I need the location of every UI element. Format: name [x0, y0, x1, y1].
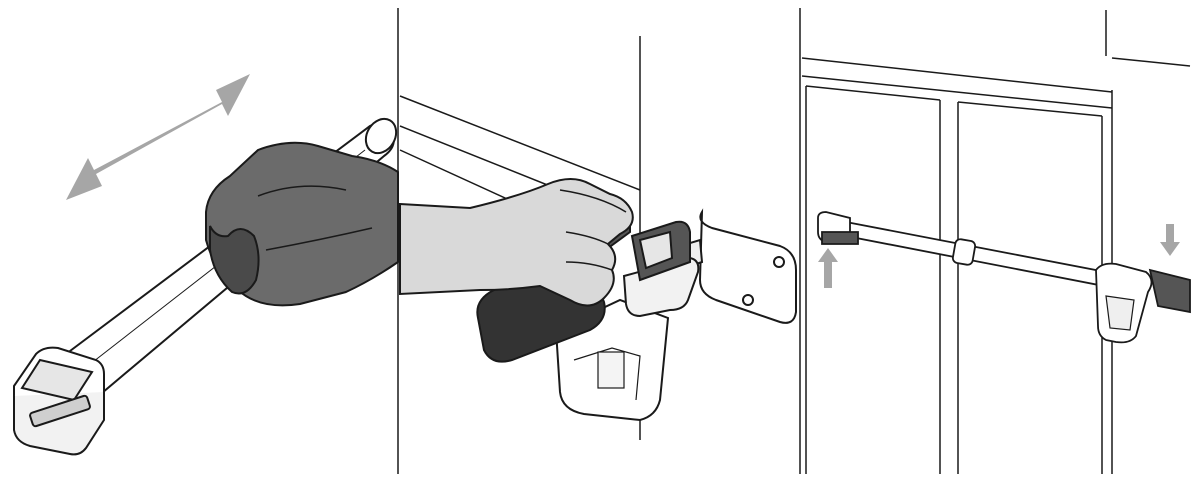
arrow-up-icon [818, 248, 838, 288]
panel-3 [802, 10, 1190, 474]
gloved-hand [206, 143, 398, 306]
hand [400, 179, 633, 306]
window-frame [802, 10, 1190, 474]
panel-2 [400, 36, 796, 440]
installed-bar [846, 222, 1106, 286]
panel-1 [14, 74, 402, 454]
bar-end-cap [14, 348, 104, 455]
arrow-down-icon [1160, 224, 1180, 256]
right-bracket [1096, 264, 1190, 343]
